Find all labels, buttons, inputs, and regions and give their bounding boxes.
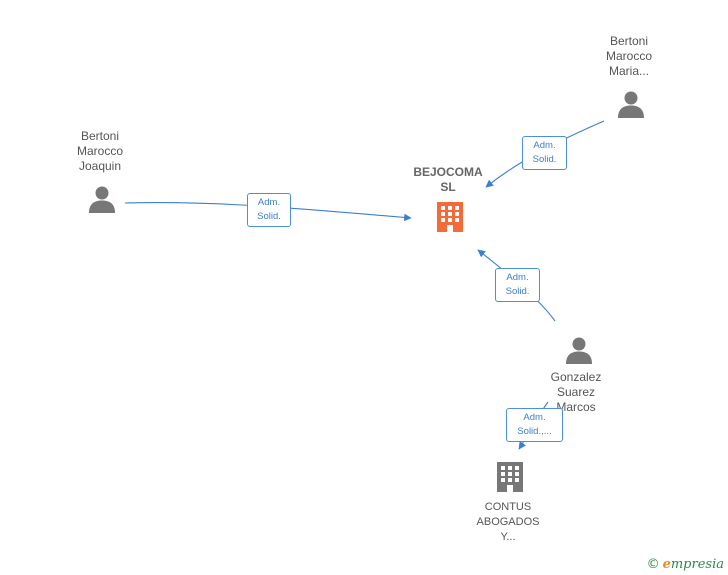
copyright-symbol: © xyxy=(646,557,660,572)
building-icon[interactable] xyxy=(434,200,466,234)
building-icon[interactable] xyxy=(494,460,526,494)
person-icon[interactable] xyxy=(616,89,646,119)
empresia-logo[interactable]: ©empresia xyxy=(647,557,724,572)
edge-label-role[interactable]: Adm. Solid. xyxy=(247,193,291,227)
brand-e: e xyxy=(662,557,671,572)
person-icon[interactable] xyxy=(564,335,594,365)
node-label-bertoni-maria[interactable]: Bertoni Marocco Maria... xyxy=(605,34,652,78)
edge-label-role[interactable]: Adm. Solid.,... xyxy=(506,408,563,442)
person-icon[interactable] xyxy=(87,184,117,214)
brand-name: mpresia xyxy=(670,557,724,572)
node-label-bertoni-joaquin[interactable]: Bertoni Marocco Joaquin xyxy=(76,129,123,173)
node-label-gonzalez[interactable]: Gonzalez Suarez Marcos xyxy=(550,370,602,414)
node-label-bejocoma[interactable]: BEJOCOMA SL xyxy=(413,165,483,194)
node-label-contus[interactable]: CONTUS ABOGADOS Y... xyxy=(476,501,540,543)
edge-label-role[interactable]: Adm. Solid. xyxy=(495,268,540,302)
edge-label-role[interactable]: Adm. Solid. xyxy=(522,136,567,170)
edge-joaquin-bejocoma xyxy=(124,201,412,222)
